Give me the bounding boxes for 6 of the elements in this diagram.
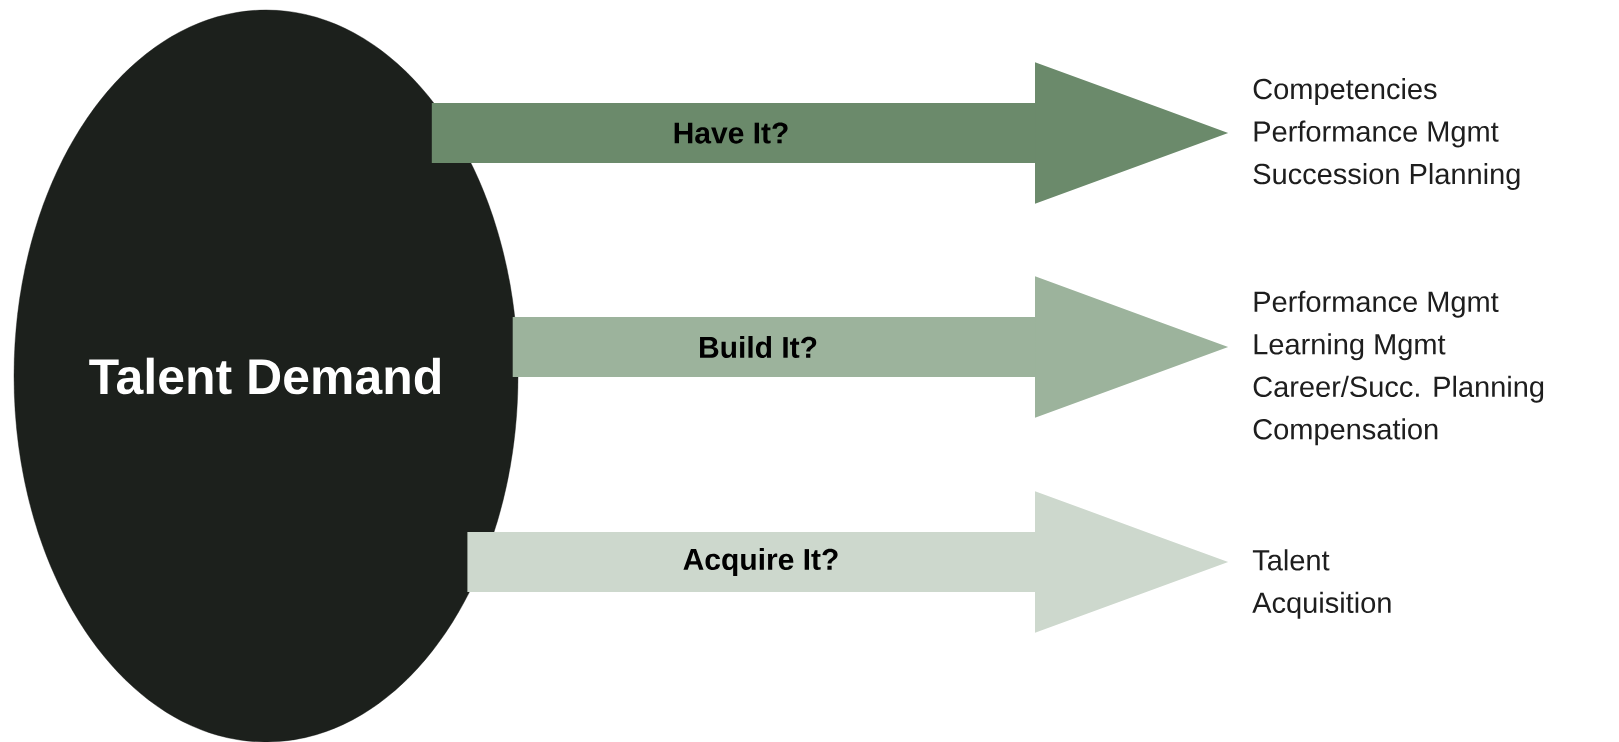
text-list: Talent Acquisition [1252,549,1391,619]
edge-label: Have It? [674,122,788,144]
text-list: Competencies Performance Mgmt Succession Planning [1253,78,1520,190]
text-list: Performance Mgmt Learning Mgmt Career/Succ. Planning Compensation [1253,290,1544,446]
edge-label: Acquire It? [683,548,838,576]
edge-label: Build It? [700,336,817,359]
